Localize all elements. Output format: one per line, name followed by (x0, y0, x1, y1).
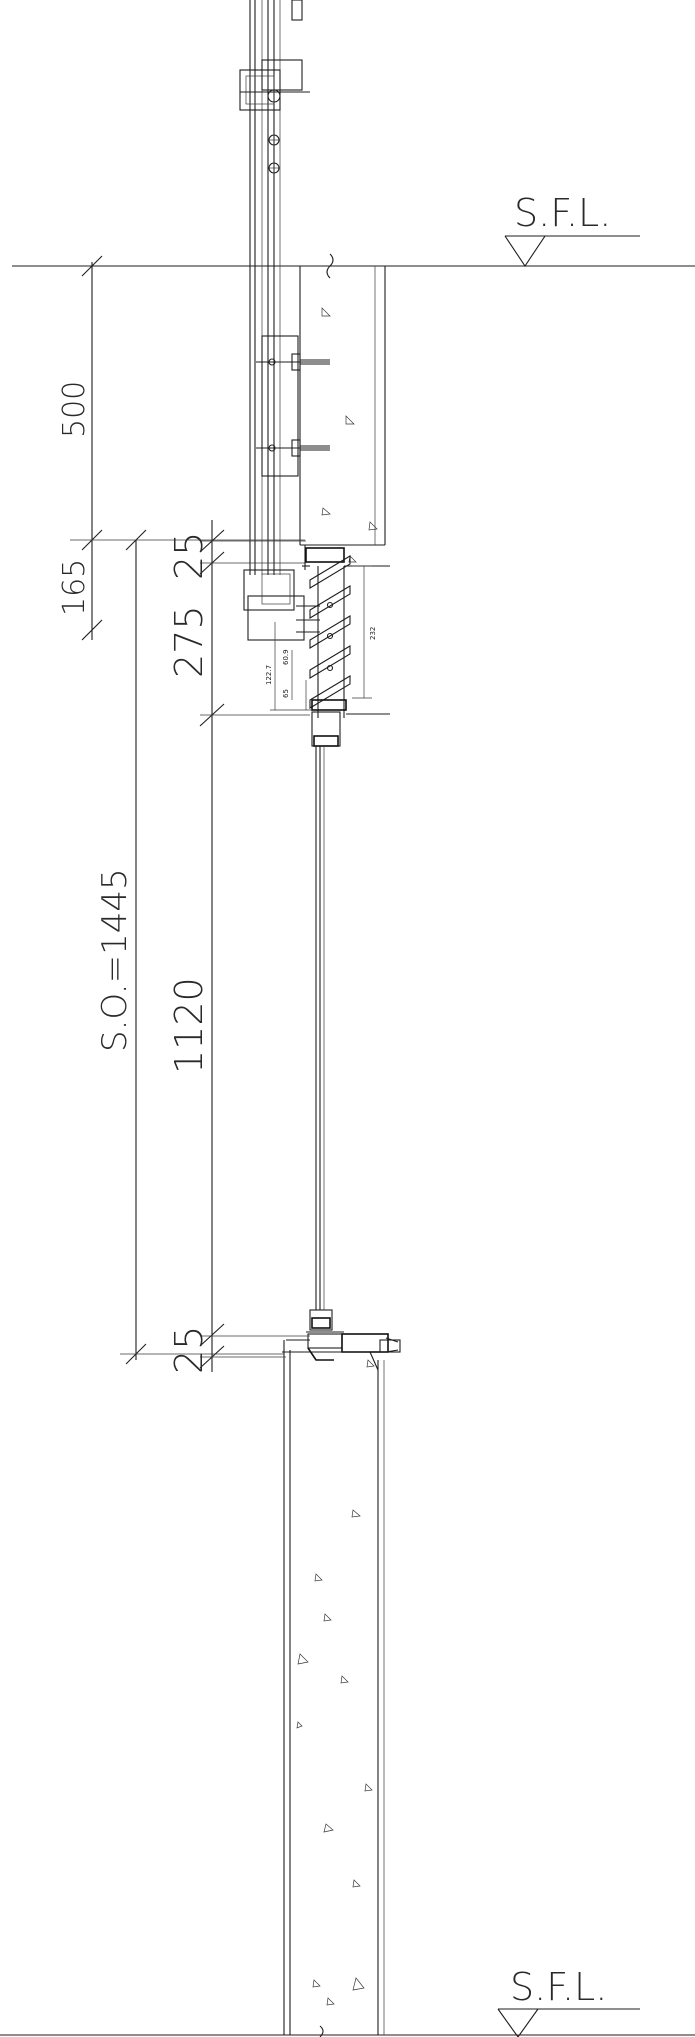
dim-65-label: 65 (282, 689, 290, 698)
dim-122-7-label: 122.7 (265, 665, 273, 685)
head-detail: 232 122.7 60.9 65 (243, 545, 390, 747)
dim-165-label: 165 (57, 559, 92, 616)
dim-1120-label: 1120 (167, 977, 211, 1074)
upper-slab (299, 266, 386, 563)
lower-wall (282, 1340, 385, 2035)
so-dimension-label: S.O.=1445 (95, 868, 135, 1052)
dim-25-top-label: 25 (167, 532, 211, 580)
bottom-floor-level (0, 2008, 695, 2037)
dim-60-9-label: 60.9 (282, 649, 290, 665)
top-floor-level (12, 235, 695, 279)
top-sfl-label: S.F.L. (514, 191, 611, 235)
window-glazing (315, 746, 325, 1310)
dim-275-label: 275 (167, 605, 211, 678)
upper-mullion (239, 0, 330, 575)
dim-232-label: 232 (369, 627, 377, 640)
dimension-lines (70, 255, 310, 1372)
dim-500-label: 500 (57, 381, 92, 438)
dim-25-bottom-label: 25 (167, 1326, 211, 1374)
bottom-sfl-label: S.F.L. (510, 1965, 607, 2009)
